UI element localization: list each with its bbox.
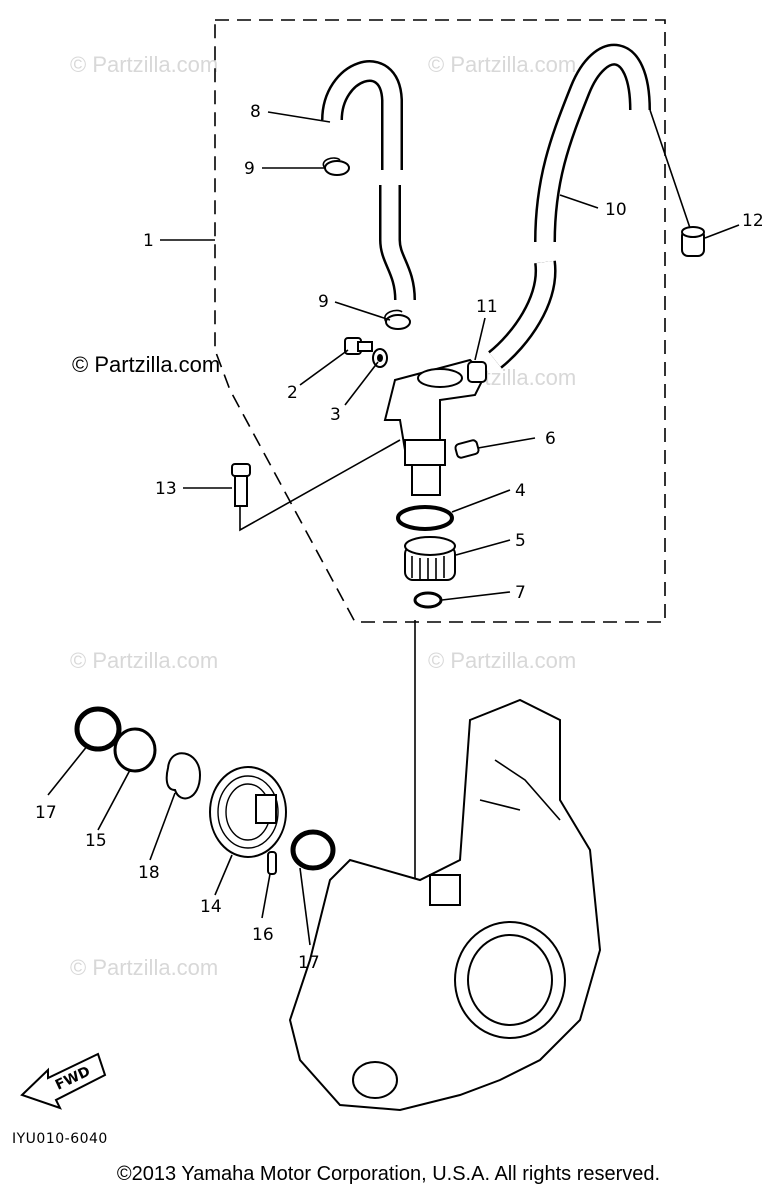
callout-15: 15 [85,831,107,851]
callout-4: 4 [515,481,526,501]
seal-17-left [74,706,122,752]
watermark-dark: © Partzilla.com [72,352,220,377]
watermark: © Partzilla.com [70,648,218,673]
callout-8: 8 [250,102,261,122]
pin-16 [267,851,277,875]
callout-13: 13 [155,479,177,499]
watermark: © Partzilla.com [70,955,218,980]
fwd-arrow-icon: FWD [20,1052,107,1110]
washer-3 [372,348,388,368]
clip-9-upper [322,157,350,176]
assembly-boundary [214,19,666,623]
callout-16: 16 [252,925,274,945]
crankcase-cover [288,698,602,1112]
copyright-notice: ©2013 Yamaha Motor Corporation, U.S.A. A… [116,1163,661,1185]
fitting-12 [681,226,705,257]
bolt-13 [231,463,251,507]
callout-14: 14 [200,897,222,917]
callout-9-upper: 9 [244,159,255,179]
leader-lines [47,109,740,946]
hose-8 [321,60,416,301]
o-ring-4 [396,505,454,531]
callout-6: 6 [545,429,556,449]
bolt-2 [344,337,373,355]
callout-12: 12 [742,211,764,231]
callout-7: 7 [515,583,526,603]
callout-10: 10 [605,200,627,220]
callout-5: 5 [515,531,526,551]
gear-5 [404,536,456,581]
callout-11: 11 [476,297,498,317]
pulley-14 [209,766,287,858]
callout-18: 18 [138,863,160,883]
clip-9-lower [384,309,411,330]
seal-17-right [290,829,336,871]
callout-1: 1 [143,231,154,251]
gasket-18 [165,752,202,800]
pin-6 [454,439,480,459]
oil-pump-body [383,358,487,496]
callout-17-left: 17 [35,803,57,823]
callout-2: 2 [287,383,298,403]
watermark: © Partzilla.com [428,52,576,77]
circlip-7 [413,591,443,609]
watermark: © Partzilla.com [428,648,576,673]
diagram-code: IYU010-6040 [12,1131,108,1147]
watermark: © Partzilla.com [70,52,218,77]
callout-3: 3 [330,405,341,425]
hose-10 [487,43,651,369]
callout-17-right: 17 [298,953,320,973]
washer-15 [113,727,157,773]
callout-9-lower: 9 [318,292,329,312]
